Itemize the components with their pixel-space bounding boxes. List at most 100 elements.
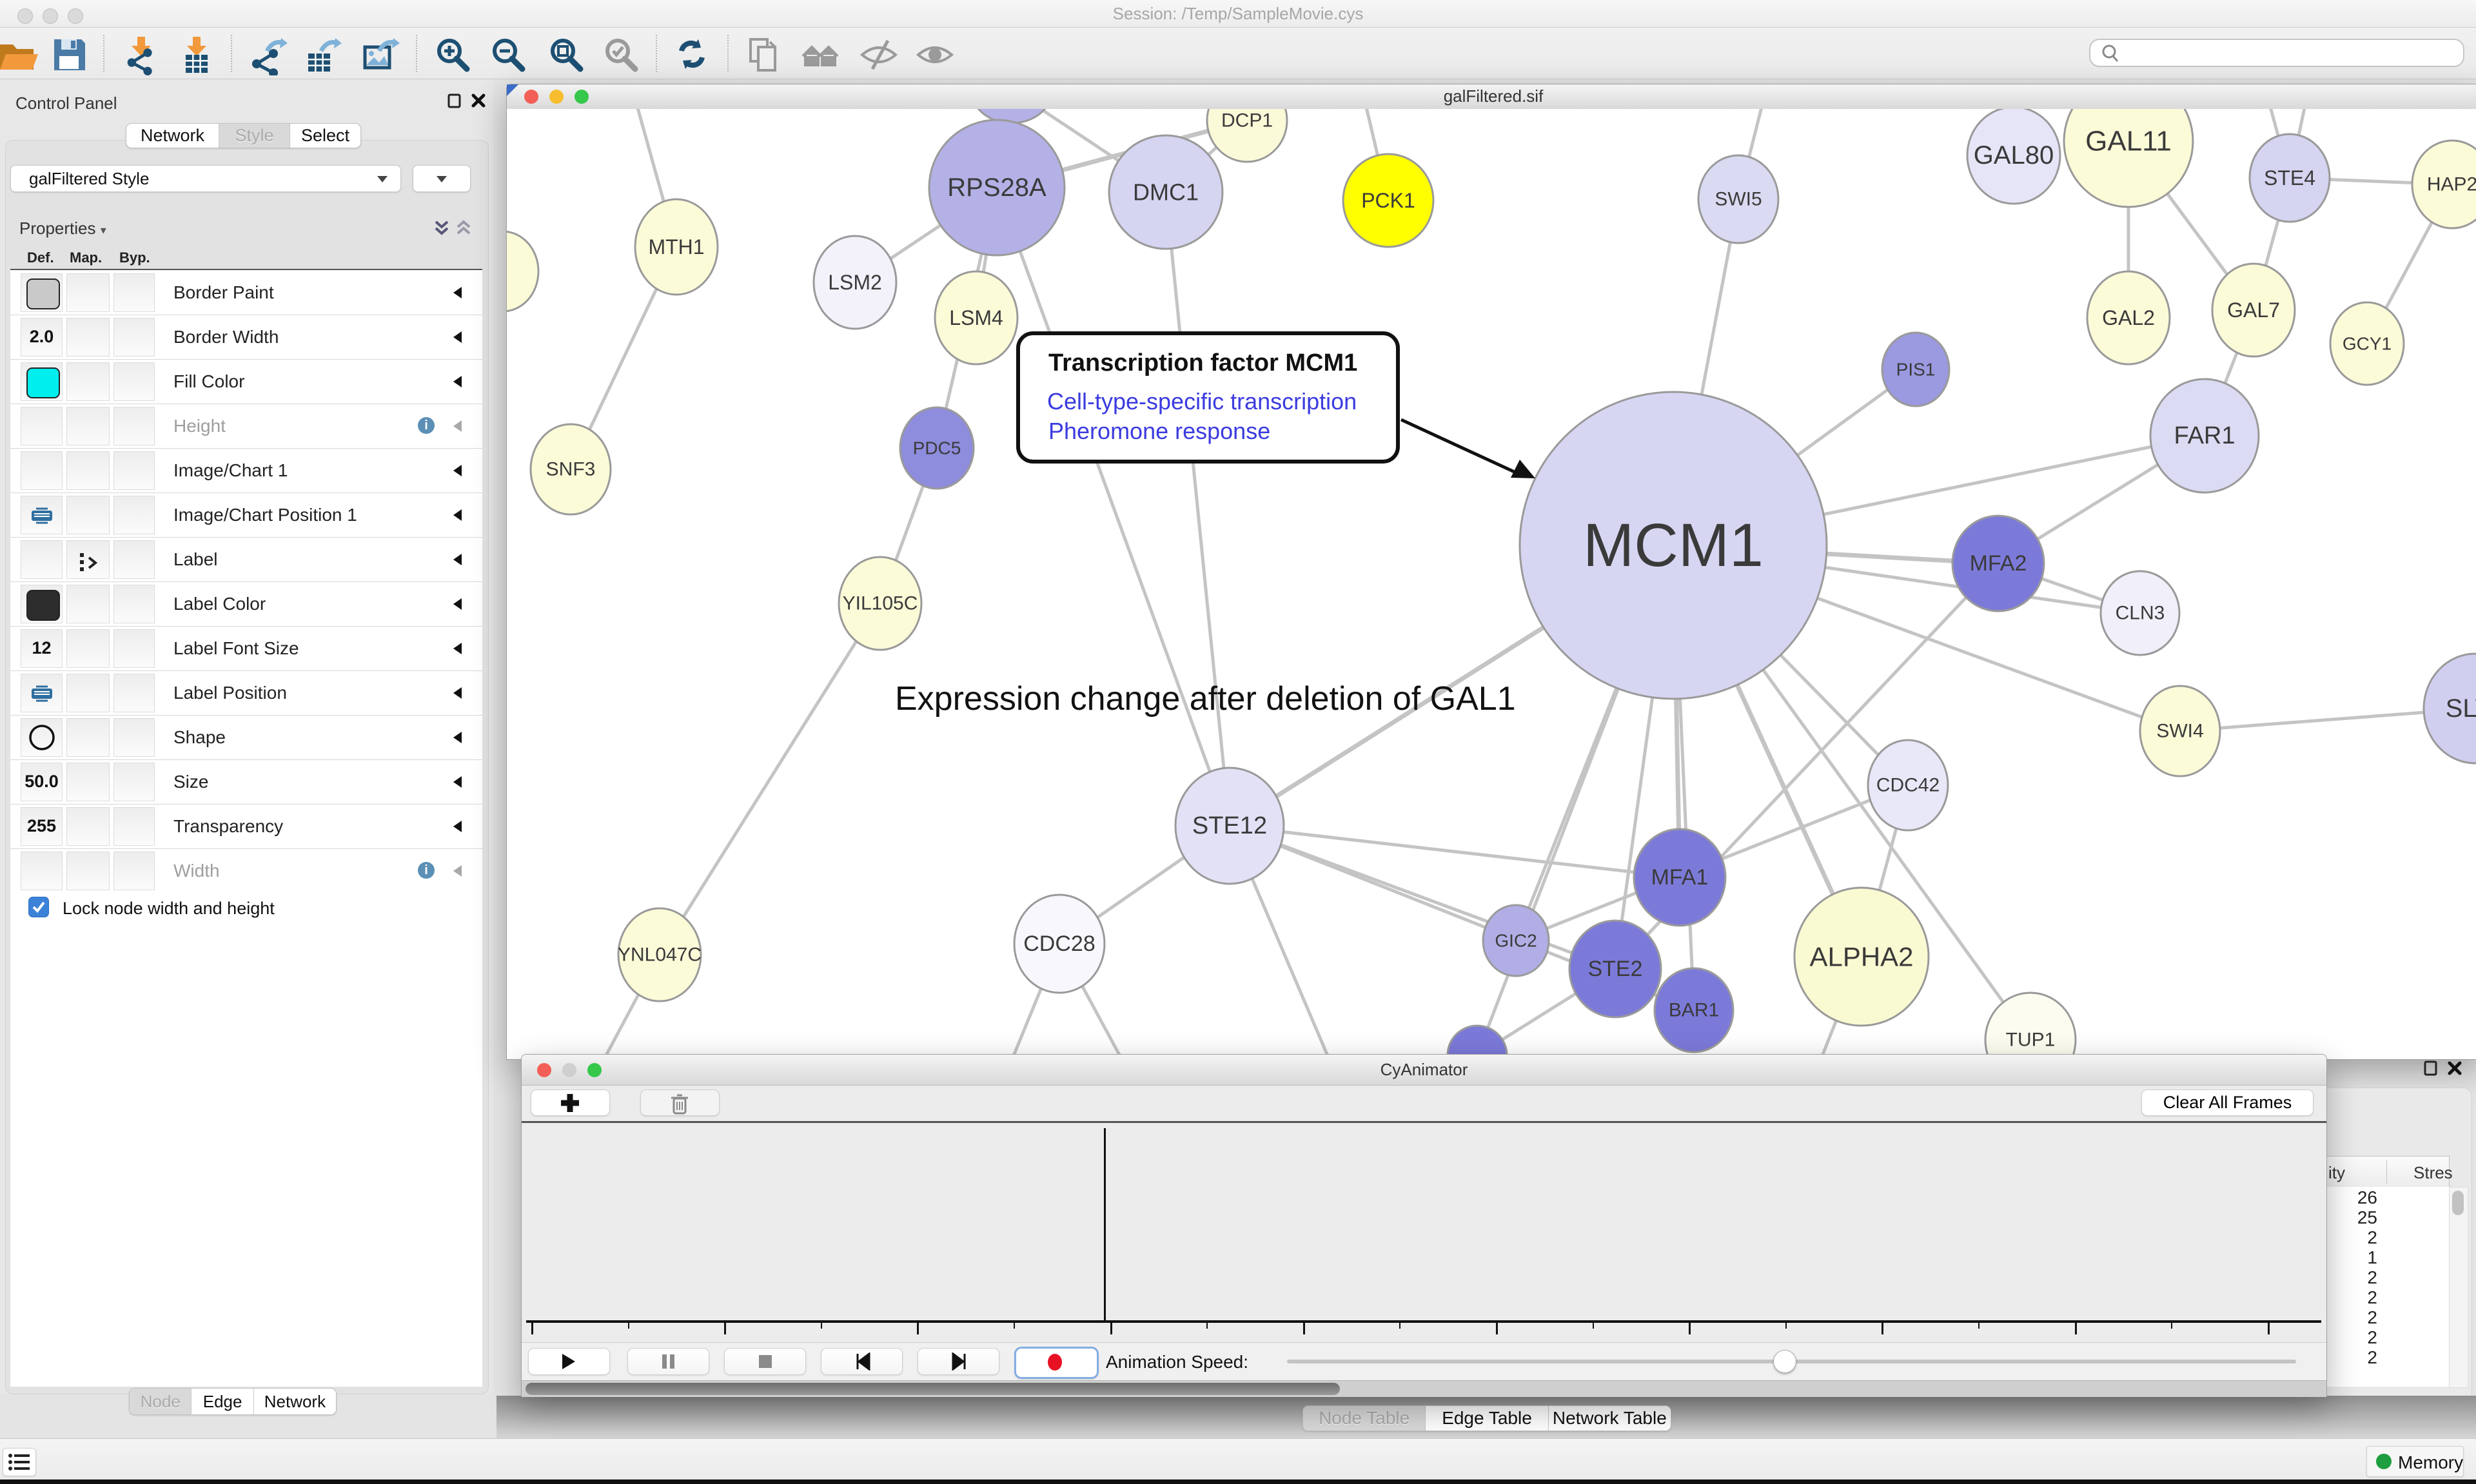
expand-arrow-icon[interactable] (453, 643, 462, 654)
export-table-icon[interactable] (302, 34, 343, 75)
zoom-window-button[interactable] (68, 8, 83, 24)
default-value-cell[interactable] (21, 674, 63, 712)
expand-arrow-icon[interactable] (453, 331, 462, 343)
property-row-image-chart-1[interactable]: Image/Chart 1 (10, 448, 482, 493)
close-table-panel-icon[interactable] (2447, 1060, 2462, 1076)
column-header[interactable]: Stres (2413, 1163, 2453, 1182)
default-value-cell[interactable] (21, 407, 63, 445)
main-tab-network-table[interactable]: Network Table (1548, 1406, 1671, 1430)
table-row[interactable]: 25 (2324, 1207, 2450, 1227)
network-node-MFA2[interactable] (1951, 514, 2045, 612)
mapping-cell[interactable] (66, 718, 110, 757)
expand-arrow-icon[interactable] (453, 821, 462, 832)
expand-arrow-icon[interactable] (453, 776, 462, 788)
float-table-panel-icon[interactable] (2423, 1060, 2439, 1076)
skip-start-button[interactable] (821, 1348, 903, 1375)
property-row-label-color[interactable]: Label Color (10, 581, 482, 627)
property-row-label-position[interactable]: Label Position (10, 670, 482, 716)
collapse-all-icon[interactable] (453, 220, 475, 237)
network-node-partial[interactable] (1446, 1024, 1508, 1058)
network-node-PDC5[interactable] (899, 406, 975, 490)
network-node-BAR1[interactable] (1653, 967, 1734, 1053)
zoom-fit-icon[interactable] (545, 34, 587, 75)
property-row-image-chart-position-1[interactable]: Image/Chart Position 1 (10, 493, 482, 538)
expand-arrow-icon[interactable] (453, 376, 462, 387)
network-node-PCK1[interactable] (1342, 153, 1435, 248)
lock-checkbox[interactable] (28, 897, 49, 917)
property-row-border-paint[interactable]: Border Paint (10, 270, 482, 315)
bottom-tab-edge[interactable]: Edge (191, 1389, 253, 1414)
cyanimator-minimize-button[interactable] (562, 1063, 576, 1077)
record-button[interactable] (1014, 1347, 1099, 1379)
mapping-cell[interactable] (66, 852, 110, 890)
default-value-cell[interactable] (21, 807, 63, 846)
tab-select[interactable]: Select (290, 124, 360, 148)
bypass-cell[interactable] (113, 718, 155, 757)
network-node-SNF3[interactable] (529, 423, 612, 516)
export-network-icon[interactable] (248, 34, 289, 75)
mapping-cell[interactable] (66, 629, 110, 668)
default-value-cell[interactable] (21, 496, 63, 534)
properties-header[interactable]: Properties ▾ (19, 219, 106, 238)
bypass-cell[interactable] (113, 852, 155, 890)
expand-arrow-icon[interactable] (453, 865, 462, 877)
expand-all-icon[interactable] (431, 220, 453, 237)
memory-button[interactable]: Memory (2366, 1446, 2464, 1477)
speed-slider-thumb[interactable] (1773, 1350, 1796, 1373)
expand-arrow-icon[interactable] (453, 287, 462, 298)
network-close-button[interactable] (524, 90, 538, 104)
network-edge[interactable] (995, 187, 1232, 826)
table-row[interactable]: 2 (2324, 1227, 2450, 1247)
table-row[interactable]: 26 (2324, 1187, 2450, 1207)
default-value-cell[interactable] (21, 718, 63, 757)
mapping-cell[interactable] (66, 318, 110, 356)
import-table-icon[interactable] (176, 34, 217, 75)
mapping-cell[interactable] (66, 273, 110, 312)
bypass-cell[interactable] (113, 318, 155, 356)
network-edge[interactable] (1164, 191, 1232, 826)
mapping-cell[interactable] (66, 407, 110, 445)
bypass-cell[interactable] (113, 273, 155, 312)
stop-button[interactable] (724, 1348, 806, 1375)
network-node-GAL11[interactable] (2063, 109, 2194, 208)
main-tab-node-table[interactable]: Node Table (1303, 1406, 1426, 1430)
import-network-icon[interactable] (121, 34, 162, 75)
hide-panel-icon[interactable] (858, 34, 899, 75)
table-scrollbar[interactable] (2449, 1187, 2468, 1388)
delete-frame-button[interactable] (640, 1089, 720, 1116)
close-window-button[interactable] (17, 8, 33, 24)
default-value-cell[interactable] (21, 451, 63, 490)
timeline[interactable]: 0123456789Seconds (522, 1123, 2326, 1340)
refresh-icon[interactable] (673, 34, 714, 75)
network-node-SWI5[interactable] (1697, 154, 1780, 244)
cyanimator-zoom-button[interactable] (587, 1063, 602, 1077)
default-value-cell[interactable] (21, 585, 63, 623)
network-node-HAP2[interactable] (2411, 139, 2476, 229)
network-node-SLT2[interactable] (2422, 652, 2476, 765)
network-node-MTH1[interactable] (634, 198, 719, 296)
network-node-GAL2[interactable] (2086, 270, 2171, 366)
property-row-label[interactable]: Label (10, 537, 482, 582)
network-node-TUP1[interactable] (1984, 991, 2077, 1058)
network-edge[interactable] (1229, 824, 1680, 879)
network-node-MFA1[interactable] (1633, 828, 1727, 927)
network-minimize-button[interactable] (549, 90, 564, 104)
bypass-cell[interactable] (113, 362, 155, 401)
zoom-out-icon[interactable] (487, 34, 529, 75)
network-node-SWI4[interactable] (2139, 685, 2221, 777)
default-value-cell[interactable] (21, 763, 63, 801)
export-image-icon[interactable] (360, 34, 401, 75)
bypass-cell[interactable] (113, 763, 155, 801)
network-node-STE12[interactable] (1174, 766, 1285, 885)
network-node-DCP1[interactable] (1206, 109, 1288, 163)
annotation-box[interactable]: Transcription factor MCM1 Cell-type-spec… (1016, 331, 1400, 464)
bypass-cell[interactable] (113, 407, 155, 445)
network-node-CLN3[interactable] (2099, 570, 2181, 656)
network-node-GIC2[interactable] (1482, 904, 1550, 977)
mapping-cell[interactable] (66, 807, 110, 846)
cyanimator-close-button[interactable] (537, 1063, 551, 1077)
network-node-GCY1[interactable] (2329, 301, 2405, 386)
expand-arrow-icon[interactable] (453, 420, 462, 432)
